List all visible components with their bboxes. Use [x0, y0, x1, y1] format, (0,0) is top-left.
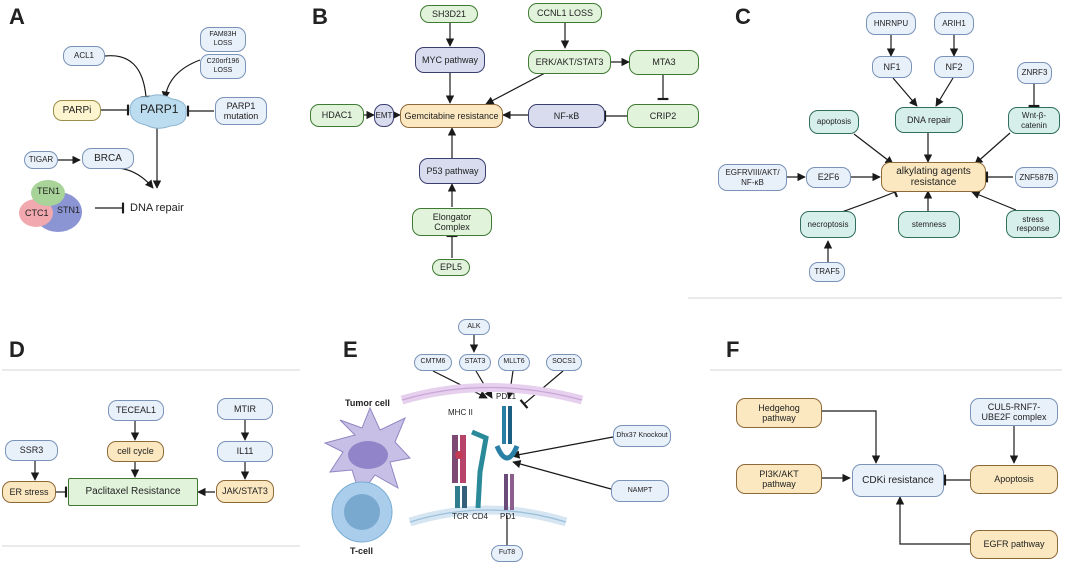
receptor-mhc2 [452, 435, 466, 483]
node-znf587b: ZNF587B [1015, 167, 1058, 188]
node-mta3: MTA3 [629, 50, 699, 75]
panel-label-c: C [735, 4, 751, 29]
cell-membrane-tumor [400, 383, 584, 405]
node-crip2: CRIP2 [627, 104, 699, 128]
node-pi3k-akt-pathway: PI3K/AKT pathway [736, 464, 822, 494]
node-tigar: TIGAR [24, 151, 58, 169]
node-parp1-mutation: PARP1 mutation [215, 97, 267, 125]
label-stn1: STN1 [57, 205, 81, 215]
node-cmtm6: CMTM6 [414, 354, 452, 371]
node-er-stress: ER stress [2, 481, 56, 503]
node-elongator-complex: Elongator Complex [412, 208, 492, 236]
node-erk-akt-stat3: ERK/AKT/STAT3 [528, 50, 611, 74]
receptor-tcr [455, 486, 467, 508]
node-znrf3: ZNRF3 [1017, 62, 1052, 84]
receptor-pd1 [504, 474, 514, 510]
node-egfrviii-akt-nfkb: EGFRVIII/AKT/ NF-κB [718, 164, 787, 191]
panel-label-b: B [312, 4, 328, 29]
receptor-pdl1 [494, 406, 520, 461]
node-cdki-resistance: CDKi resistance [852, 464, 944, 497]
node-dna-repair-c: DNA repair [895, 107, 963, 133]
cell-membrane-tcell [408, 505, 568, 527]
node-traf5: TRAF5 [809, 262, 845, 282]
label-ctc1: CTC1 [25, 208, 49, 218]
node-il11: IL11 [217, 441, 273, 462]
node-egfr-pathway: EGFR pathway [970, 530, 1058, 559]
node-parp1: PARP1 [140, 102, 179, 116]
node-nfkb-b: NF-κB [528, 104, 605, 128]
panel-a-arrows [58, 55, 214, 214]
node-acl1: ACL1 [63, 46, 105, 66]
node-mllt6: MLLT6 [498, 354, 530, 371]
node-stress-response: stress response [1006, 210, 1060, 238]
panel-label-d: D [9, 337, 25, 362]
node-arih1: ARIH1 [934, 12, 974, 35]
panel-c-arrows [787, 35, 1040, 262]
node-emt: EMT [374, 104, 394, 127]
panel-f-arrows [822, 410, 1019, 545]
label-ten1: TEN1 [37, 186, 61, 196]
node-apoptosis-f: Apoptosis [970, 465, 1058, 494]
node-nf1: NF1 [872, 56, 912, 78]
panel-dividers [2, 297, 1062, 547]
node-fut8: FuT8 [491, 545, 523, 562]
label-cd4: CD4 [472, 512, 489, 521]
node-dhx37-knockout: Dhx37 Knockout [613, 425, 671, 447]
node-cul5-rnf7-ube2f: CUL5-RNF7- UBE2F complex [970, 398, 1058, 426]
parp1-shape [129, 94, 187, 129]
node-hnrnpu: HNRNPU [866, 12, 916, 35]
node-hedgehog-pathway: Hedgehog pathway [736, 398, 822, 428]
node-ccnl1-loss: CCNL1 LOSS [528, 3, 602, 23]
node-gemcitabine-resistance: Gemcitabine resistance [400, 104, 503, 128]
node-cell-cycle: cell cycle [107, 441, 164, 462]
t-cell-body [331, 481, 393, 543]
node-p53-pathway: P53 pathway [419, 158, 486, 184]
node-necroptosis: necroptosis [800, 211, 856, 238]
node-hdac1: HDAC1 [310, 104, 364, 127]
node-paclitaxel-resistance: Paclitaxel Resistance [68, 478, 198, 506]
node-wnt-beta-catenin: Wnt-β- catenin [1008, 107, 1060, 134]
node-stemness: stemness [898, 211, 960, 238]
node-ssr3: SSR3 [5, 440, 58, 461]
panel-label-e: E [343, 337, 358, 362]
label-pd1: PD1 [500, 512, 516, 521]
node-nf2: NF2 [934, 56, 974, 78]
panel-label-f: F [726, 337, 740, 362]
node-epl5: EPL5 [432, 259, 470, 276]
panel-b-arrows [364, 23, 669, 258]
dendritic-tumor-cell [323, 406, 411, 497]
node-parpi: PARPi [53, 100, 101, 121]
node-apoptosis-c: apoptosis [809, 110, 859, 134]
label-pdl1: PDL1 [496, 392, 517, 401]
node-stat3-e: STAT3 [459, 354, 491, 371]
node-alkylating-agents-resistance: alkylating agents resistance [881, 162, 986, 192]
label-tumor-cell: Tumor cell [345, 398, 390, 408]
cst-complex-shape [19, 180, 82, 232]
node-e2f6: E2F6 [806, 167, 851, 188]
node-mtir: MTIR [217, 398, 273, 420]
label-mhc2: MHC II [448, 408, 473, 417]
panel-label-a: A [9, 4, 25, 29]
node-myc-pathway: MYC pathway [415, 47, 485, 73]
node-teceal1: TECEAL1 [108, 400, 164, 421]
node-socs1: SOCS1 [546, 354, 582, 371]
node-brca: BRCA [82, 148, 134, 169]
label-tcr: TCR [452, 512, 469, 521]
node-dna-repair-a: DNA repair [130, 202, 184, 214]
panel-d-arrows [30, 420, 250, 498]
node-c20orf196-loss: C20orf196 LOSS [200, 54, 246, 79]
label-t-cell: T-cell [350, 546, 374, 556]
node-jak-stat3: JAK/STAT3 [216, 480, 274, 503]
node-sh3d21: SH3D21 [420, 5, 478, 23]
receptor-cd4 [471, 429, 489, 509]
node-nampt: NAMPT [611, 480, 669, 502]
node-fam83h-loss: FAM83H LOSS [200, 27, 246, 52]
node-alk-e: ALK [458, 319, 490, 335]
